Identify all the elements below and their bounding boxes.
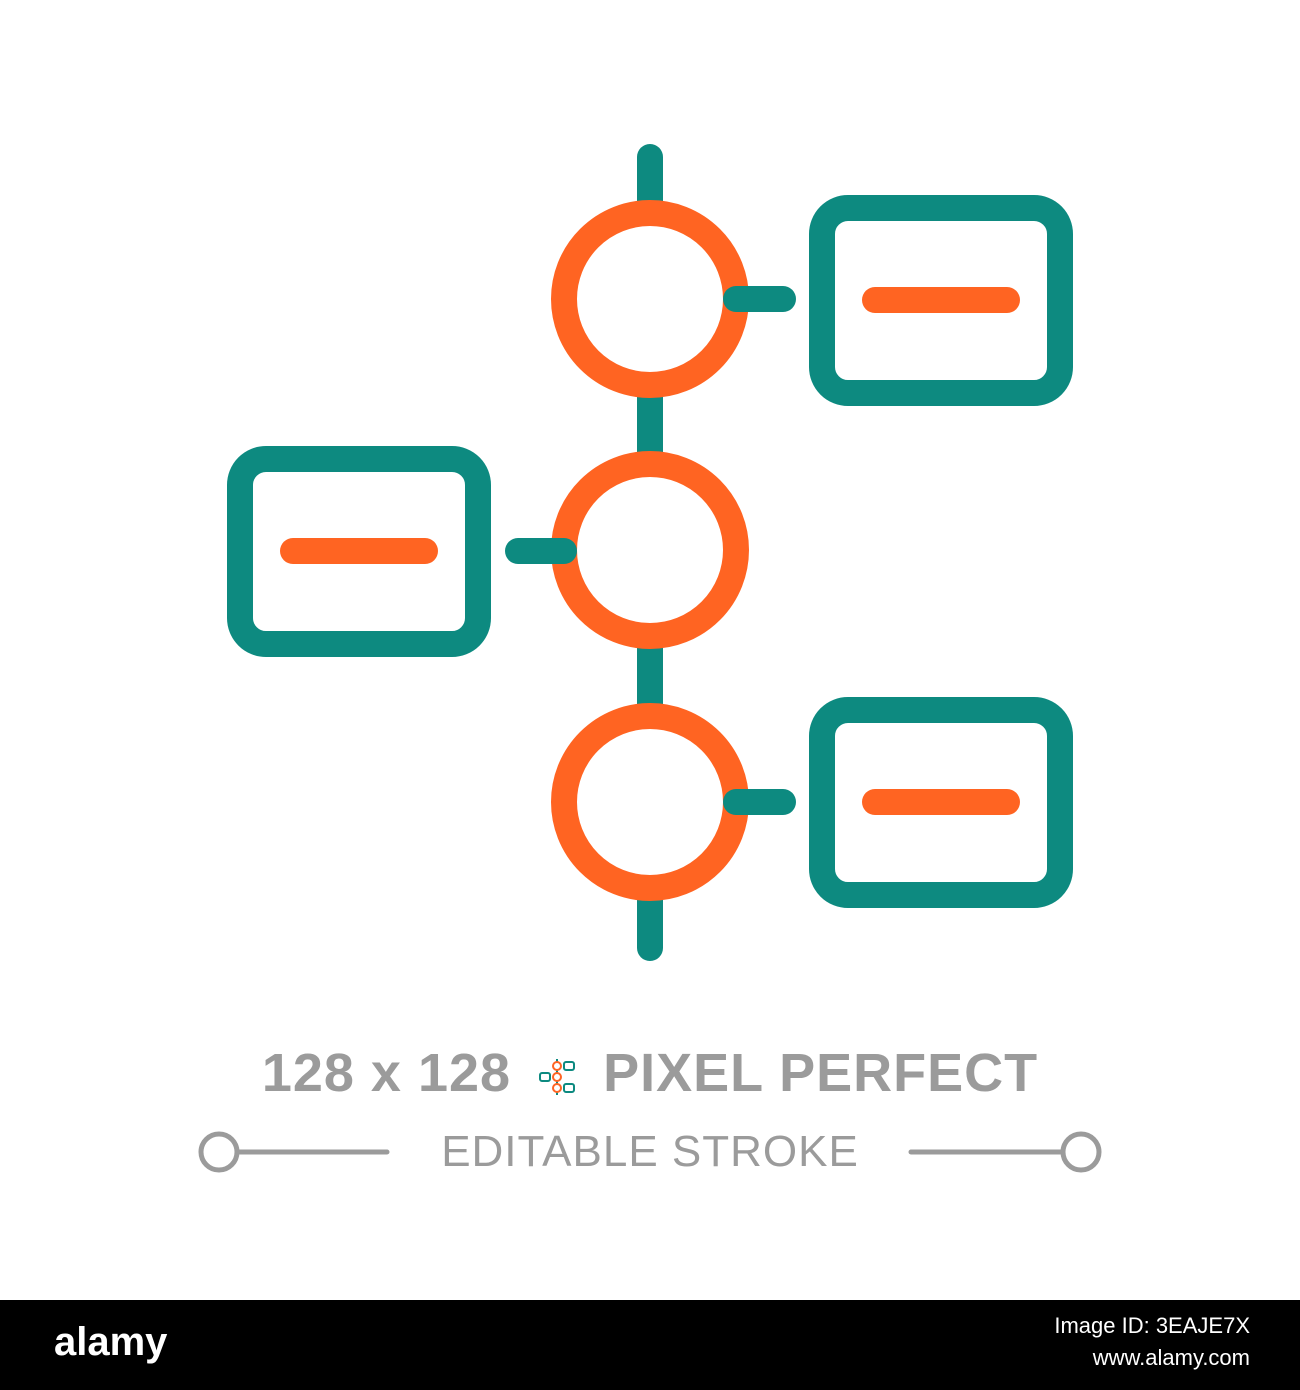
editable-stroke-label: EDITABLE STROKE [441, 1127, 859, 1176]
footer-bar: alamy Image ID: 3EAJE7X www.alamy.com [0, 1300, 1300, 1390]
stroke-slider-right [908, 1131, 1102, 1173]
timeline-icon [227, 144, 1073, 961]
size-label: 128 x 128 [261, 1043, 512, 1103]
pixel-perfect-label: PIXEL PERFECT [603, 1043, 1039, 1103]
timeline-mini-icon [539, 1058, 576, 1095]
site-url: www.alamy.com [1092, 1345, 1250, 1370]
timeline-node-1 [551, 200, 749, 398]
brand-logo: alamy [54, 1320, 168, 1364]
slider-knob-right-icon [1060, 1131, 1102, 1173]
image-id: Image ID: 3EAJE7X [1054, 1313, 1250, 1338]
stroke-slider-left [198, 1131, 390, 1173]
timeline-node-3 [551, 703, 749, 901]
timeline-node-2 [551, 451, 749, 649]
card-1 [809, 195, 1073, 406]
card-3 [809, 697, 1073, 908]
headline: 128 x 128 PIXEL PERFECT [0, 1036, 1300, 1110]
card-2 [227, 446, 491, 657]
